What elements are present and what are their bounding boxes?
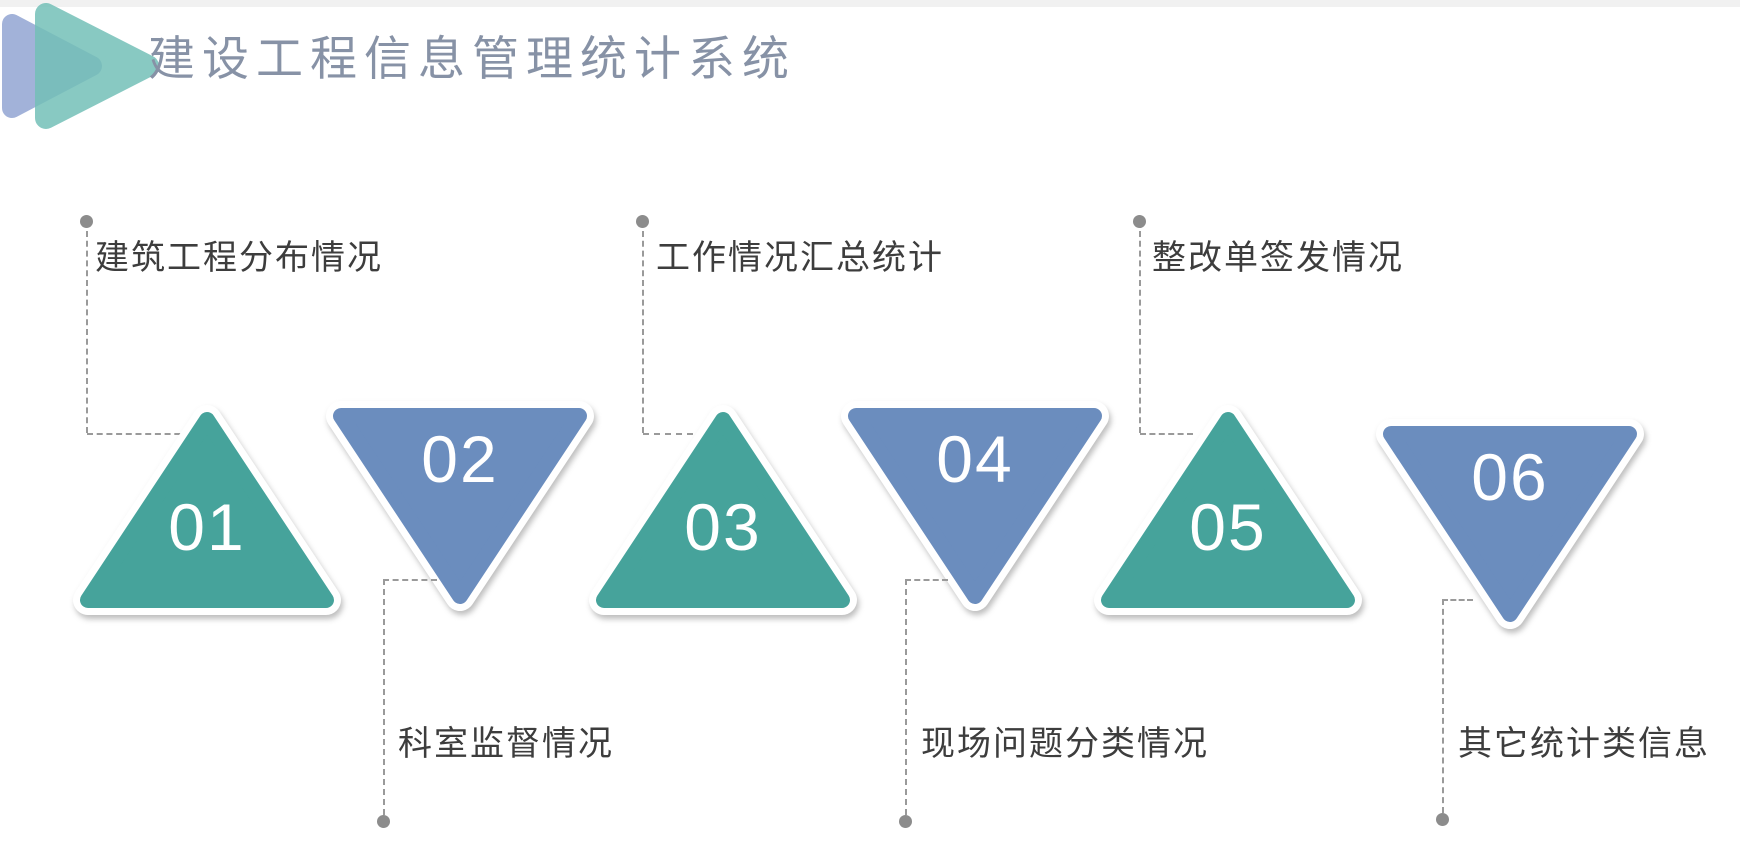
label-04: 现场问题分类情况 <box>921 725 1209 763</box>
connector-04-vertical <box>905 579 907 815</box>
connector-02-horizontal <box>383 579 437 581</box>
triangle-04: 04 <box>830 386 1120 626</box>
connector-06-vertical <box>1442 599 1444 813</box>
triangle-06: 06 <box>1365 404 1655 644</box>
logo-front-triangle <box>35 3 159 129</box>
connector-05-dot <box>1133 215 1146 228</box>
triangle-01: 01 <box>62 390 352 630</box>
triangle-03: 03 <box>578 390 868 630</box>
connector-03-dot <box>636 215 649 228</box>
logo <box>2 3 159 129</box>
triangle-02: 02 <box>315 386 605 626</box>
label-02: 科室监督情况 <box>398 725 614 763</box>
connector-05-horizontal <box>1140 433 1193 435</box>
label-01: 建筑工程分布情况 <box>95 239 383 277</box>
label-03: 工作情况汇总统计 <box>656 239 944 277</box>
triangle-03-number: 03 <box>684 490 762 564</box>
connector-04-horizontal <box>905 579 948 581</box>
connector-01-horizontal <box>87 433 190 435</box>
triangle-05: 05 <box>1083 390 1373 630</box>
connector-03-horizontal <box>643 433 693 435</box>
triangle-04-number: 04 <box>936 422 1014 496</box>
connector-02-dot <box>377 815 390 828</box>
connector-06-horizontal <box>1442 599 1473 601</box>
connector-02-vertical <box>383 579 385 815</box>
connector-01-vertical <box>86 231 88 433</box>
top-edge-strip <box>0 0 1740 7</box>
connector-01-dot <box>80 215 93 228</box>
connector-06-dot <box>1436 813 1449 826</box>
page-title: 建设工程信息管理统计系统 <box>148 32 796 85</box>
connector-05-vertical <box>1139 231 1141 433</box>
triangle-06-number: 06 <box>1471 440 1549 514</box>
label-05: 整改单签发情况 <box>1152 239 1404 277</box>
label-06: 其它统计类信息 <box>1458 725 1710 763</box>
connector-03-vertical <box>642 231 644 433</box>
triangle-02-number: 02 <box>421 422 499 496</box>
triangle-05-number: 05 <box>1189 490 1267 564</box>
connector-04-dot <box>899 815 912 828</box>
triangle-01-number: 01 <box>168 490 246 564</box>
